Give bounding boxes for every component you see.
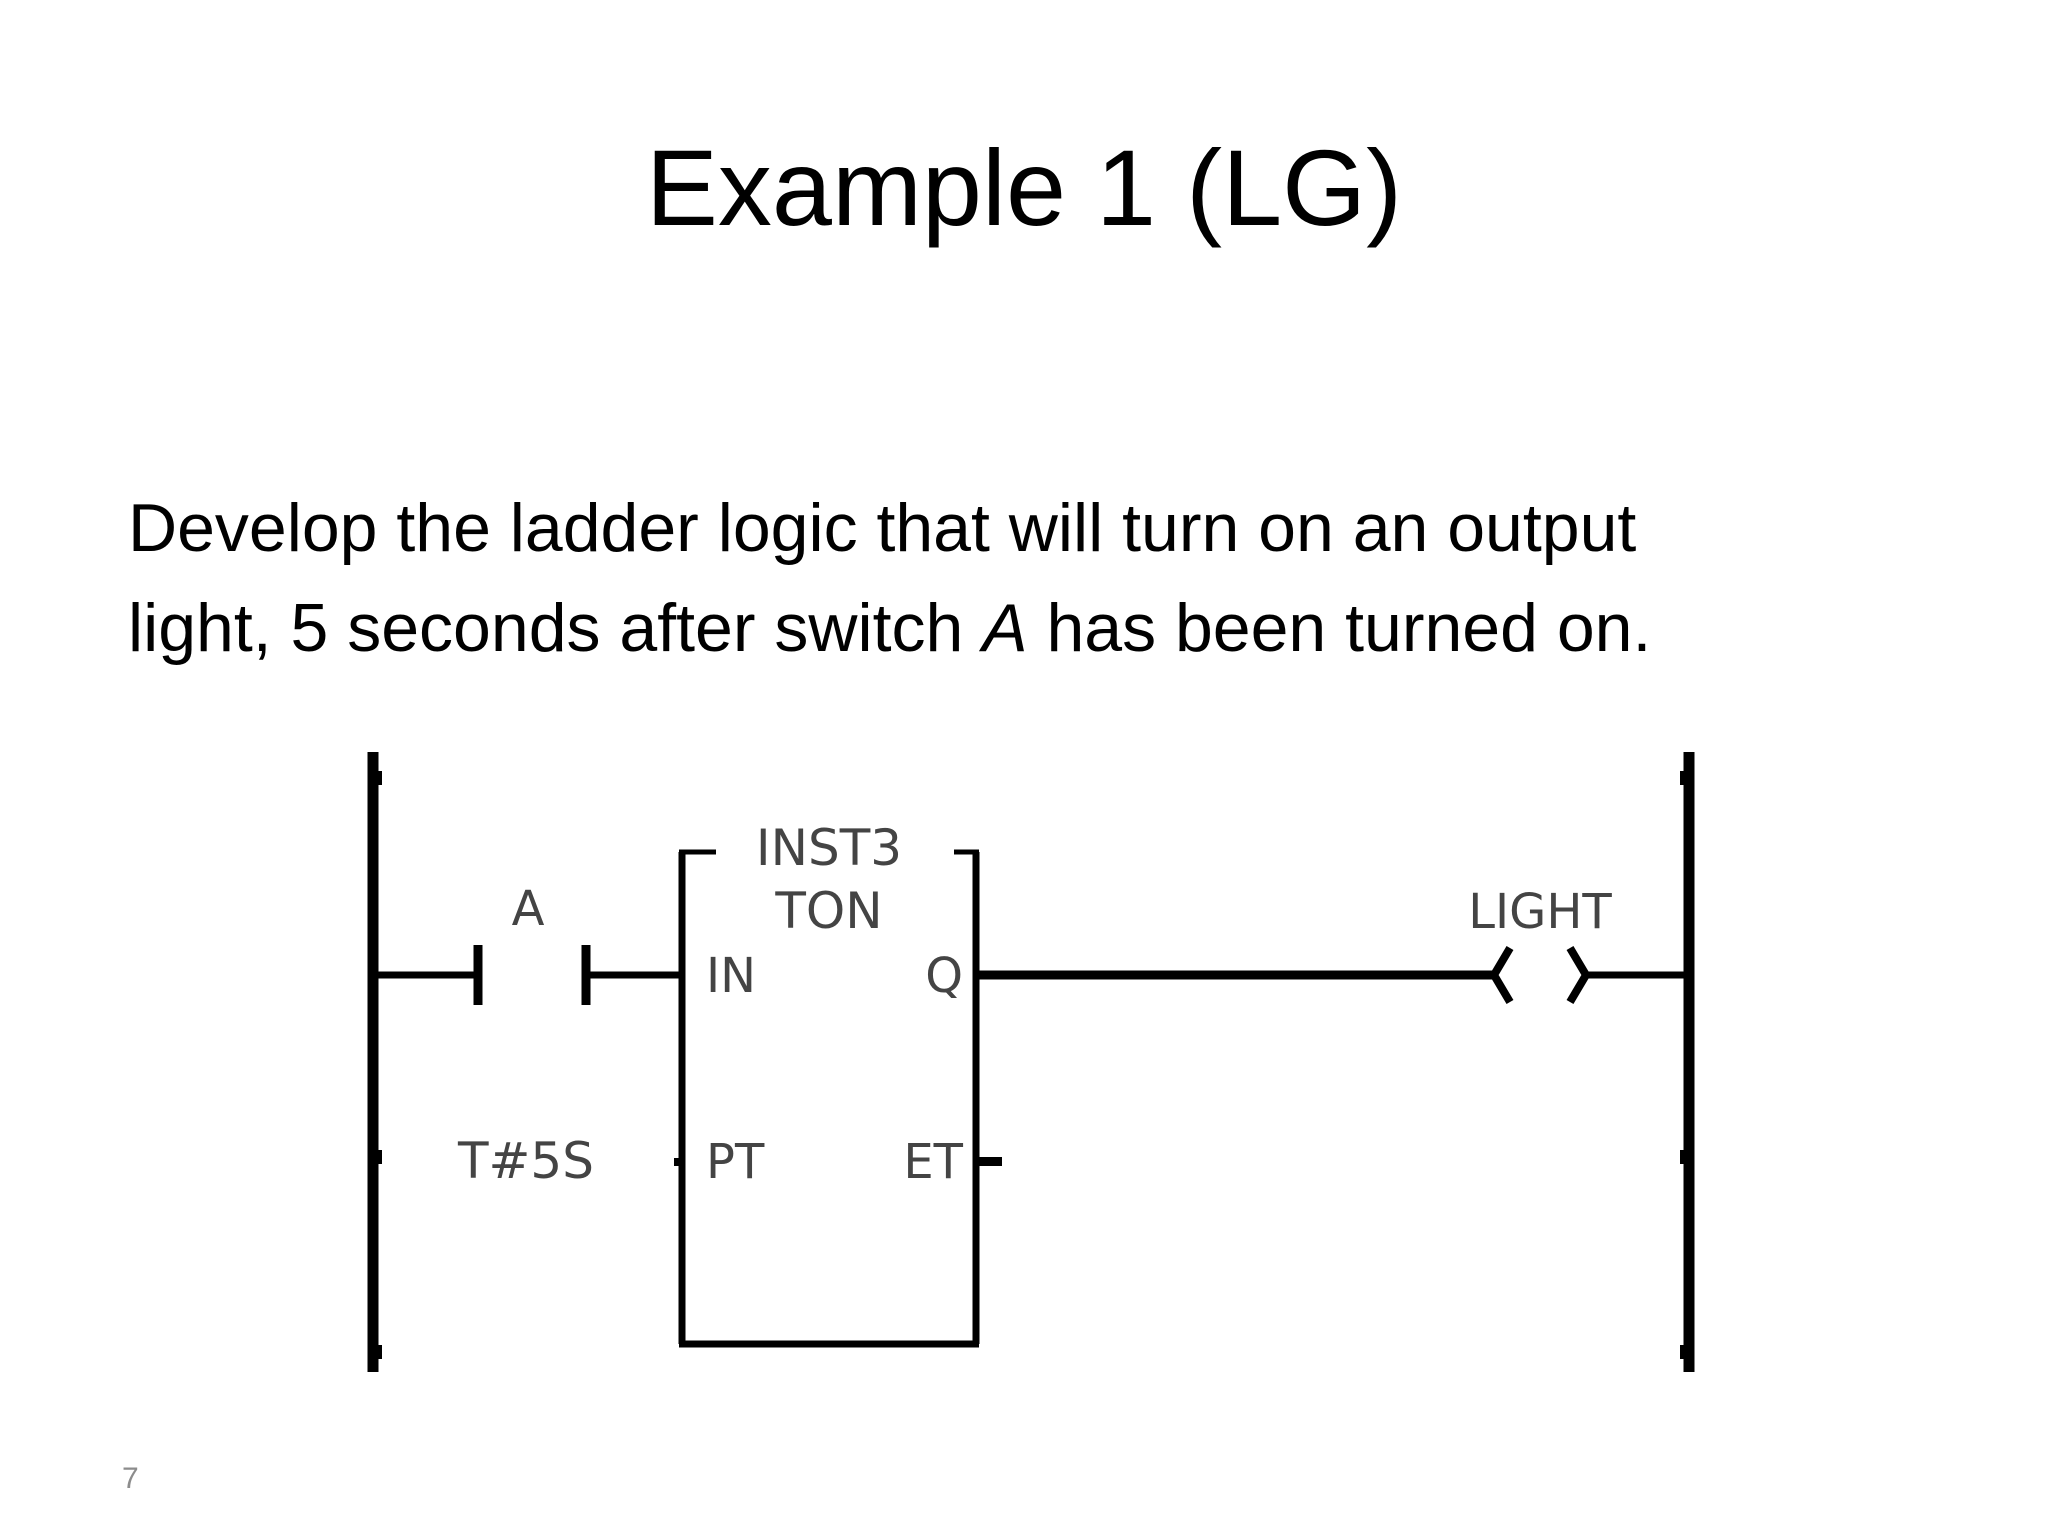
- contact-a: A: [473, 881, 591, 1005]
- output-coil-light: LIGHT: [1468, 884, 1612, 1005]
- timer-input-pt: PT: [706, 1134, 765, 1190]
- ton-timer-block: INST3 TON IN PT Q ET: [678, 819, 980, 1348]
- timer-type: TON: [774, 882, 882, 940]
- slide-title: Example 1 (LG): [645, 127, 1403, 248]
- switch-variable-name: A: [982, 590, 1028, 666]
- slide-page-number: 7: [122, 1462, 139, 1495]
- body-line-2-start: light, 5 seconds after switch: [128, 590, 983, 666]
- right-power-rail: [1680, 752, 1695, 1372]
- contact-a-label: A: [512, 881, 545, 937]
- slide-body-text: Develop the ladder logic that will turn …: [128, 478, 1928, 678]
- et-output-stub: [976, 1157, 1002, 1166]
- body-line-1: Develop the ladder logic that will turn …: [128, 490, 1637, 566]
- left-power-rail: [367, 752, 382, 1372]
- timer-output-et: ET: [903, 1134, 963, 1190]
- pt-input-stub: [674, 1158, 683, 1166]
- body-line-2-end: has been turned on.: [1027, 590, 1652, 666]
- output-coil-label: LIGHT: [1468, 884, 1612, 940]
- timer-instance-name: INST3: [756, 819, 902, 877]
- preset-time-label: T#5S: [457, 1132, 594, 1190]
- timer-output-q: Q: [925, 948, 963, 1004]
- timer-input-in: IN: [706, 948, 756, 1004]
